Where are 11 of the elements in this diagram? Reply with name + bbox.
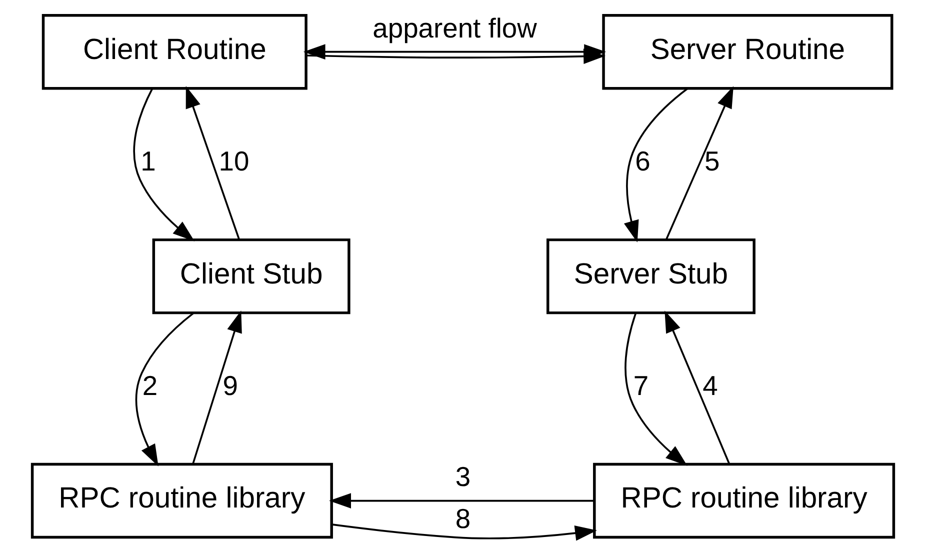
edge-label: 6: [634, 145, 650, 176]
edge-label: 7: [632, 370, 648, 401]
edge-label: 4: [702, 370, 718, 401]
edge-label: apparent flow: [372, 12, 536, 44]
edge-label: 3: [454, 461, 470, 492]
edge-label: 1: [140, 145, 156, 176]
edge-label: 5: [704, 145, 720, 176]
edge-label: 10: [218, 145, 249, 176]
edge-label: 2: [142, 370, 158, 401]
edge-label: 8: [454, 503, 470, 534]
edge-label: 9: [222, 370, 238, 401]
